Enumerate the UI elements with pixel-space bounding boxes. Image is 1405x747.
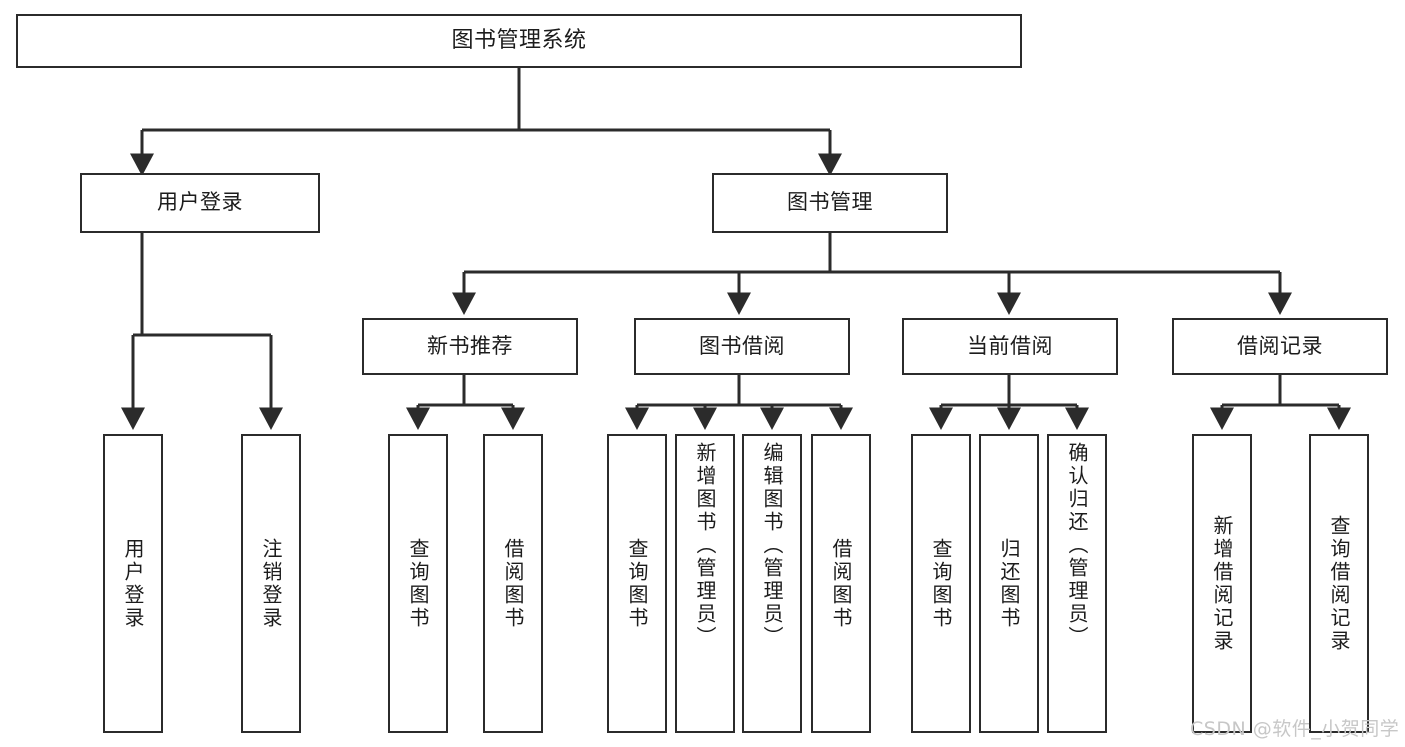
- node-label: 编辑图书（管理员）: [760, 442, 784, 649]
- node-label: 用户登录: [121, 537, 145, 630]
- node-leaf-borrow-book-recommend[interactable]: 借阅图书: [483, 434, 543, 733]
- node-new-book-recommend[interactable]: 新书推荐: [362, 318, 578, 375]
- node-leaf-query-book-borrow[interactable]: 查询图书: [607, 434, 667, 733]
- node-leaf-query-borrow-record[interactable]: 查询借阅记录: [1309, 434, 1369, 733]
- node-leaf-add-borrow-record[interactable]: 新增借阅记录: [1192, 434, 1252, 733]
- node-label: 新增图书（管理员）: [693, 442, 717, 649]
- node-label: 借阅记录: [1237, 333, 1323, 358]
- node-leaf-logout[interactable]: 注销登录: [241, 434, 301, 733]
- node-label: 注销登录: [259, 537, 283, 630]
- node-label: 新书推荐: [427, 333, 513, 358]
- node-label: 借阅图书: [829, 537, 853, 630]
- node-current-borrow[interactable]: 当前借阅: [902, 318, 1118, 375]
- node-book-borrow[interactable]: 图书借阅: [634, 318, 850, 375]
- node-label: 图书借阅: [699, 333, 785, 358]
- node-borrow-record[interactable]: 借阅记录: [1172, 318, 1388, 375]
- node-leaf-return-book[interactable]: 归还图书: [979, 434, 1039, 733]
- csdn-watermark: CSDN @软件_小贺同学: [1190, 718, 1400, 740]
- node-label: 查询图书: [929, 537, 953, 630]
- node-user-login[interactable]: 用户登录: [80, 173, 320, 233]
- node-label: 图书管理系统: [451, 27, 587, 53]
- node-leaf-confirm-return[interactable]: 确认归还（管理员）: [1047, 434, 1107, 733]
- node-leaf-add-book[interactable]: 新增图书（管理员）: [675, 434, 735, 733]
- node-label: 新增借阅记录: [1210, 514, 1234, 653]
- node-leaf-query-book-recommend[interactable]: 查询图书: [388, 434, 448, 733]
- node-leaf-edit-book[interactable]: 编辑图书（管理员）: [742, 434, 802, 733]
- node-label: 用户登录: [157, 190, 243, 215]
- node-label: 查询借阅记录: [1327, 514, 1351, 653]
- node-label: 确认归还（管理员）: [1065, 442, 1089, 649]
- node-label: 归还图书: [997, 537, 1021, 630]
- node-book-manage[interactable]: 图书管理: [712, 173, 948, 233]
- node-leaf-user-login[interactable]: 用户登录: [103, 434, 163, 733]
- node-label: 图书管理: [787, 190, 873, 215]
- node-leaf-borrow-book-borrow[interactable]: 借阅图书: [811, 434, 871, 733]
- node-leaf-query-book-current[interactable]: 查询图书: [911, 434, 971, 733]
- node-label: 查询图书: [406, 537, 430, 630]
- node-label: 查询图书: [625, 537, 649, 630]
- node-root-system[interactable]: 图书管理系统: [16, 14, 1022, 68]
- node-label: 当前借阅: [967, 333, 1053, 358]
- node-label: 借阅图书: [501, 537, 525, 630]
